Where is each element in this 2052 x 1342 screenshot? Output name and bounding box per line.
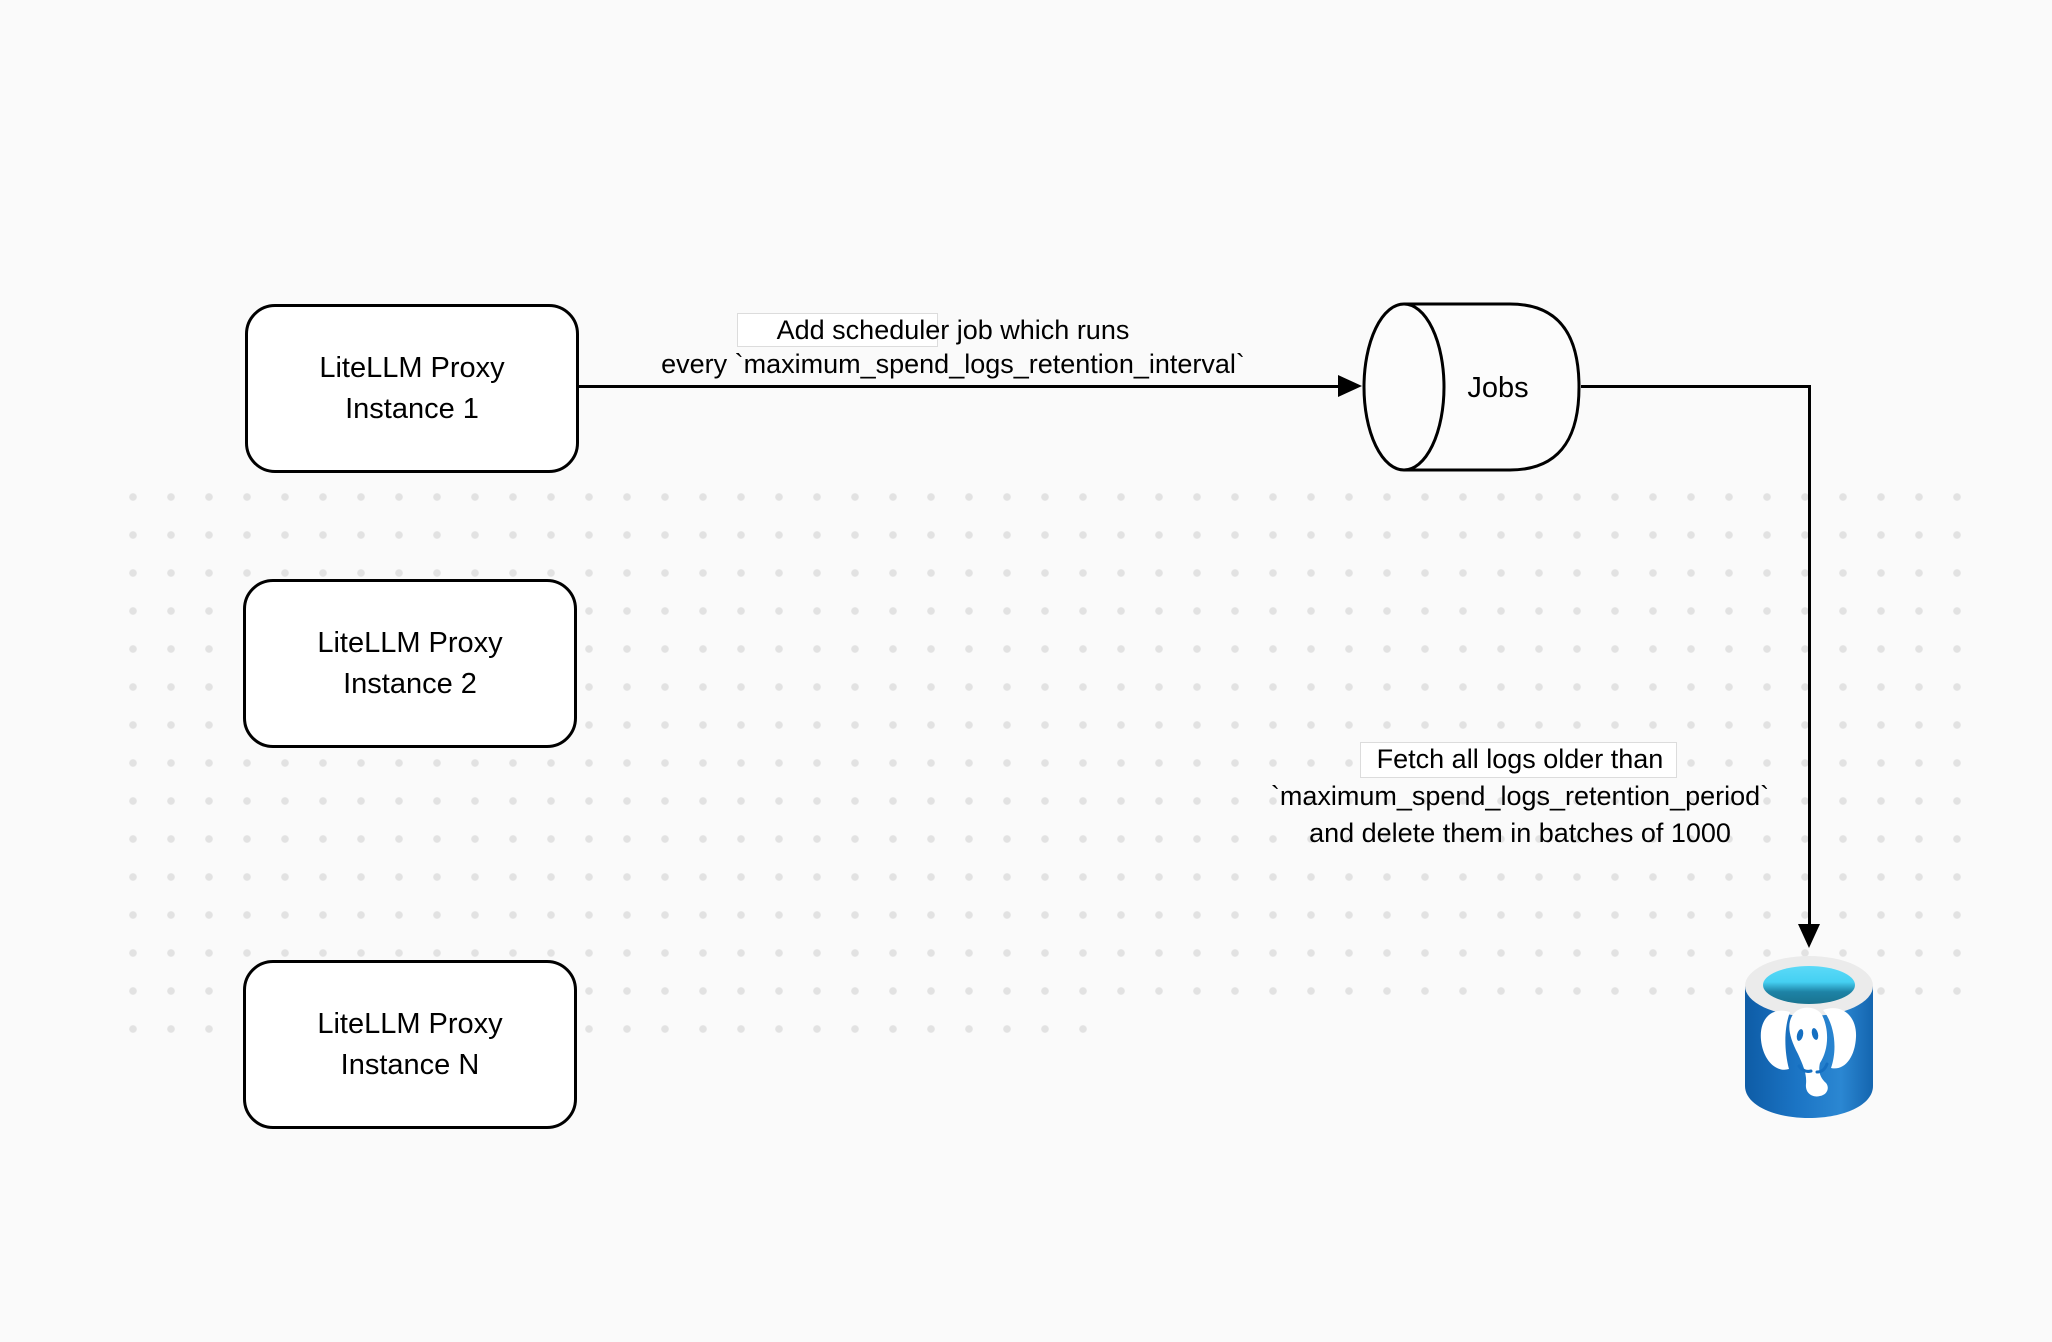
edge-label-line: Add scheduler job which runs: [776, 315, 1130, 345]
edge-label-line: `maximum_spend_logs_retention_period`: [1270, 781, 1770, 811]
edge-fetch-label: Fetch all logs older than `maximum_spend…: [1240, 741, 1800, 852]
edge-fetch-line-vertical: [1808, 385, 1811, 926]
postgresql-database-icon: [1745, 956, 1873, 1118]
elephant-left-ear: [1760, 1010, 1790, 1070]
elephant-right-eye: [1811, 1028, 1819, 1040]
postgresql-elephant-icon: [1760, 1007, 1857, 1097]
node-litellm-proxy-instance-n: LiteLLM Proxy Instance N: [243, 960, 577, 1129]
edge-scheduler-arrowhead-icon: [1338, 375, 1362, 397]
cylinder-body: [1404, 302, 1581, 472]
edge-label-line: every `maximum_spend_logs_retention_inte…: [661, 349, 1245, 379]
node-label-line: LiteLLM Proxy: [317, 626, 503, 659]
elephant-face-trunk: [1789, 1007, 1828, 1097]
node-label-line: Instance 2: [343, 667, 477, 700]
database-water: [1763, 966, 1855, 1004]
edge-fetch-label-background: [1360, 742, 1677, 778]
edge-label-line: and delete them in batches of 1000: [1309, 818, 1731, 848]
edge-scheduler-label: Add scheduler job which runs every `maxi…: [600, 313, 1306, 381]
edge-label-line: Fetch all logs older than: [1376, 744, 1664, 774]
edge-scheduler-line: [573, 385, 1339, 388]
elephant-right-tusk: [1815, 1062, 1829, 1074]
edge-fetch-line-horizontal: [1581, 385, 1810, 388]
node-label-line: LiteLLM Proxy: [319, 351, 505, 384]
jobs-label: Jobs: [1467, 372, 1528, 404]
node-jobs-cylinder: Jobs: [1362, 302, 1581, 472]
elephant-left-tusk: [1797, 1064, 1813, 1073]
elephant-left-eye: [1796, 1029, 1804, 1041]
edge-scheduler-label-background: [737, 313, 938, 347]
node-label-line: LiteLLM Proxy: [317, 1007, 503, 1040]
cylinder-left-cap: [1362, 302, 1446, 472]
node-label-line: Instance N: [340, 1048, 480, 1081]
node-label-line: Instance 1: [345, 392, 479, 425]
node-litellm-proxy-instance-2: LiteLLM Proxy Instance 2: [243, 579, 577, 748]
elephant-right-ear: [1823, 1008, 1857, 1069]
edge-fetch-arrowhead-icon: [1798, 924, 1820, 948]
node-litellm-proxy-instance-1: LiteLLM Proxy Instance 1: [245, 304, 579, 473]
